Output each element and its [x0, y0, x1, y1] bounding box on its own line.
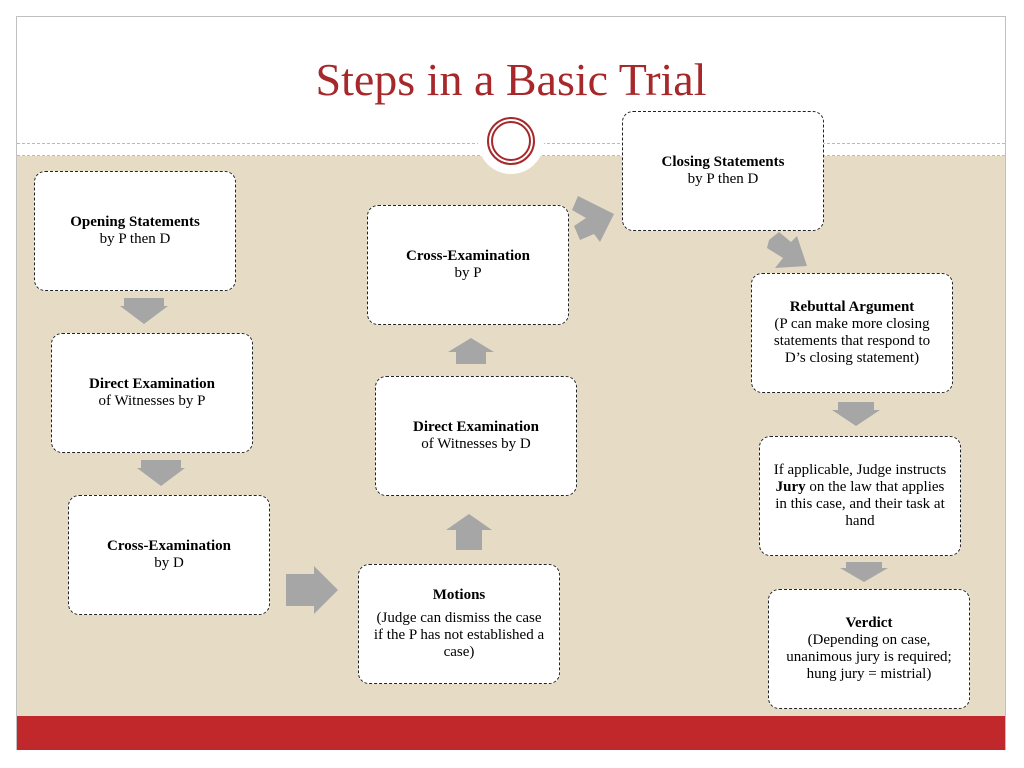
- step-heading: Motions: [432, 587, 486, 603]
- step-jury-instructions: If applicable, Judge instructs Jury on t…: [759, 436, 961, 556]
- arrow-up-icon: [446, 514, 492, 550]
- step-text: If applicable, Judge instructs Jury on t…: [773, 462, 947, 529]
- step-detail: (P can make more closing statements that…: [773, 316, 931, 366]
- step-heading: Cross-Examination: [406, 248, 530, 264]
- arrow-up-right-icon: [572, 196, 614, 242]
- step-heading: Rebuttal Argument: [789, 299, 915, 315]
- step-heading: Opening Statements: [70, 214, 200, 230]
- step-heading: Direct Examination: [413, 419, 539, 435]
- step-heading: Cross-Examination: [107, 538, 231, 554]
- step-detail: by D: [154, 555, 184, 571]
- step-detail: (Judge can dismiss the case if the P has…: [373, 610, 545, 660]
- step-heading: Closing Statements: [661, 154, 785, 170]
- step-heading: Verdict: [845, 615, 893, 631]
- step-detail: (Depending on case, unanimous jury is re…: [786, 632, 952, 682]
- step-detail: by P: [454, 265, 482, 281]
- arrow-right-icon: [286, 566, 338, 614]
- step-opening-statements: Opening Statements by P then D: [34, 171, 236, 291]
- step-heading: Direct Examination: [89, 376, 215, 392]
- step-motions: Motions (Judge can dismiss the case if t…: [358, 564, 560, 684]
- step-verdict: Verdict (Depending on case, unanimous ju…: [768, 589, 970, 709]
- step-detail: by P then D: [687, 171, 759, 187]
- arrow-down-icon: [120, 298, 168, 324]
- arrow-down-icon: [137, 460, 185, 486]
- step-cross-examination-p: Cross-Examination by P: [367, 205, 569, 325]
- step-closing-statements: Closing Statements by P then D: [622, 111, 824, 231]
- slide-title: Steps in a Basic Trial: [315, 54, 707, 105]
- step-detail: of Witnesses by P: [98, 393, 206, 409]
- step-direct-examination-p: Direct Examination of Witnesses by P: [51, 333, 253, 453]
- arrow-down-right-icon: [767, 232, 807, 268]
- step-detail: by P then D: [99, 231, 171, 247]
- step-cross-examination-d: Cross-Examination by D: [68, 495, 270, 615]
- step-direct-examination-d: Direct Examination of Witnesses by D: [375, 376, 577, 496]
- arrow-down-icon: [840, 562, 888, 582]
- arrow-down-icon: [832, 402, 880, 426]
- footer-bar: [17, 716, 1005, 750]
- step-detail: of Witnesses by D: [421, 436, 531, 452]
- arrow-up-icon: [448, 338, 494, 364]
- circle-ornament-icon: [478, 108, 544, 174]
- step-rebuttal-argument: Rebuttal Argument (P can make more closi…: [751, 273, 953, 393]
